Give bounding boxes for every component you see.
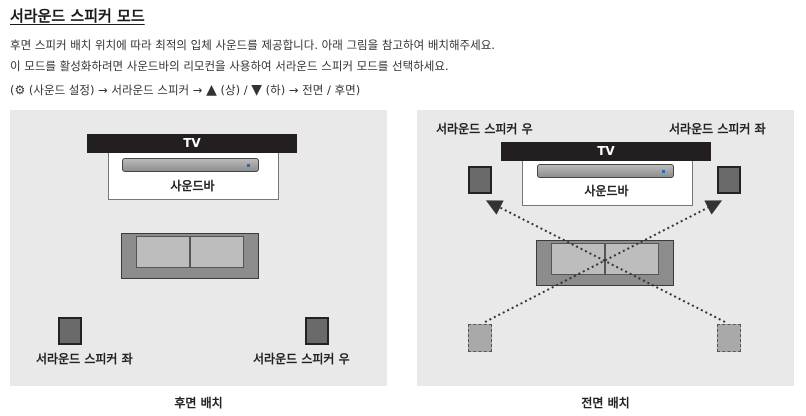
page-title: 서라운드 스피커 모드 — [10, 7, 145, 25]
path-down: (하) → 전면 / 후면) — [262, 83, 361, 97]
path-open: ( — [10, 83, 15, 97]
description-line-2: 이 모드를 활성화하려면 사운드바의 리모컨을 사용하여 서라운드 스피커 모드… — [10, 59, 449, 73]
gear-icon: ⚙ — [14, 83, 26, 97]
speaker-left — [58, 317, 82, 345]
sofa — [536, 240, 674, 286]
tv: TV — [501, 142, 711, 161]
path-up: (상) / — [216, 83, 252, 97]
tv: TV — [87, 134, 297, 153]
soundbar-led — [662, 170, 665, 173]
soundbar — [122, 158, 259, 172]
crossing-dotted-arrows — [484, 200, 726, 323]
speaker-left-front — [717, 166, 741, 194]
arrow-to-right-front — [484, 200, 723, 323]
speaker-rear-position-right — [717, 324, 741, 352]
soundbar — [537, 164, 674, 178]
soundbar-label: 사운드바 — [170, 179, 215, 193]
arrow-to-left-front — [485, 200, 726, 323]
soundbar-label: 사운드바 — [584, 184, 629, 198]
sofa-cushion — [190, 236, 244, 268]
menu-path: (⚙ (사운드 설정) → 서라운드 스피커 → ▲ (상) / ▼ (하) →… — [10, 82, 360, 98]
description-line-1: 후면 스피커 배치 위치에 따라 최적의 입체 사운드를 제공합니다. 아래 그… — [10, 38, 495, 52]
rear-placement-diagram: TV 사운드바 서라운드 스피커 좌 서라운드 스피커 우 — [10, 110, 387, 386]
speaker-rear-position-left — [468, 324, 492, 352]
speaker-left-top-label: 서라운드 스피커 좌 — [669, 122, 766, 136]
front-placement-diagram: 서라운드 스피커 우 서라운드 스피커 좌 TV 사운드바 — [417, 110, 794, 386]
sofa-cushion — [136, 236, 190, 268]
sofa-cushion — [605, 243, 659, 275]
rear-caption: 후면 배치 — [174, 396, 223, 410]
speaker-left-label: 서라운드 스피커 좌 — [36, 352, 133, 366]
sofa — [121, 233, 259, 279]
triangle-down-icon: ▼ — [251, 82, 263, 98]
front-caption: 전면 배치 — [581, 396, 630, 410]
speaker-right-front — [468, 166, 492, 194]
sofa-cushion — [551, 243, 605, 275]
path-settings: (사운드 설정) → 서라운드 스피커 → — [25, 83, 207, 97]
soundbar-led — [247, 164, 250, 167]
speaker-right — [305, 317, 329, 345]
speaker-right-top-label: 서라운드 스피커 우 — [436, 122, 533, 136]
speaker-right-label: 서라운드 스피커 우 — [253, 352, 350, 366]
triangle-up-icon: ▲ — [206, 82, 217, 98]
